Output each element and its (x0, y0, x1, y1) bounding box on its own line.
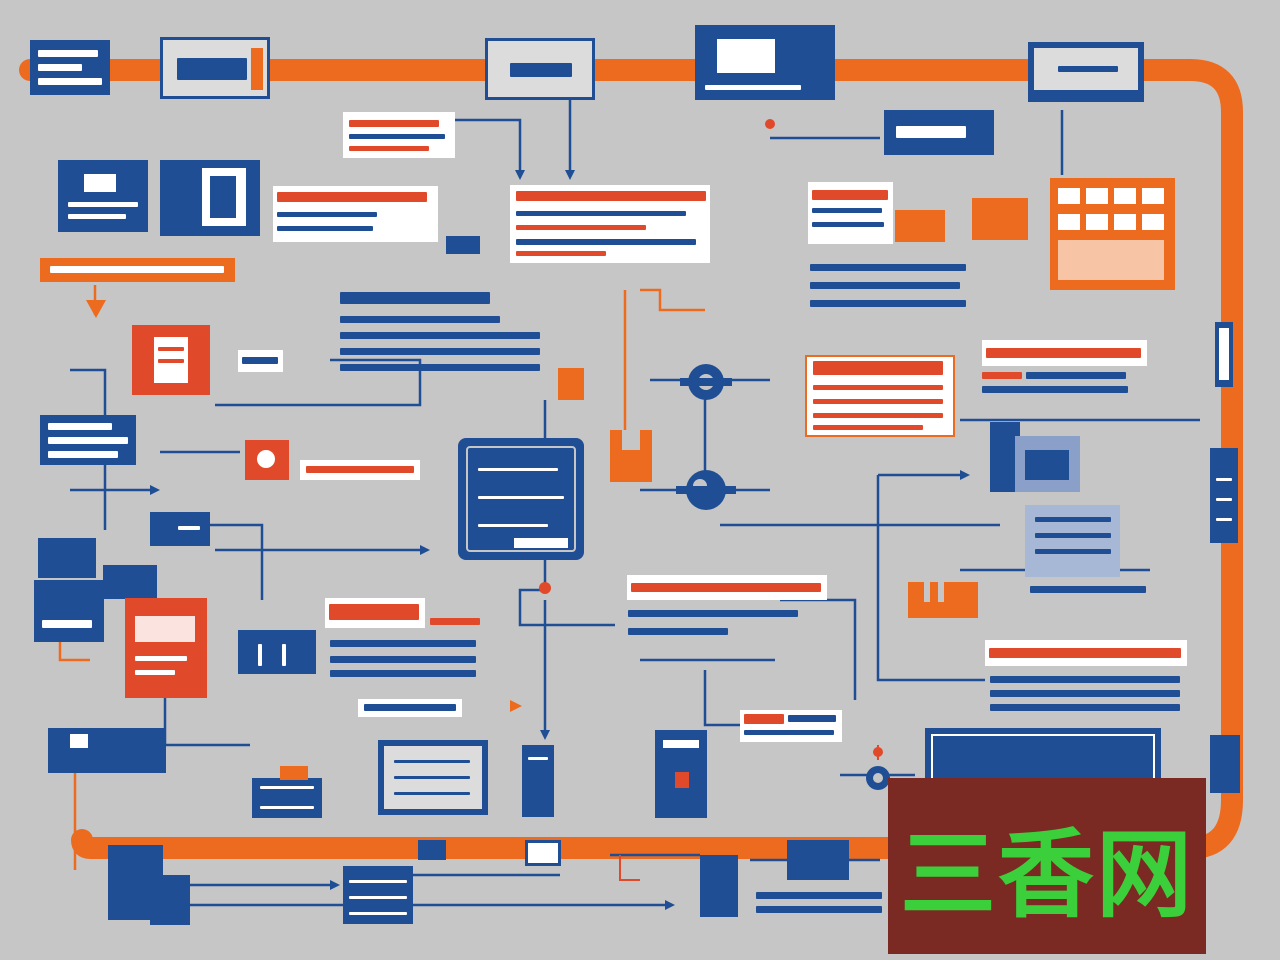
arrow-1 (515, 170, 525, 180)
text-block-g (340, 290, 545, 376)
small-blue-chip-a (446, 236, 480, 254)
red-pin-1 (539, 582, 551, 594)
bottom-grid-panel (343, 866, 413, 924)
text-card-c (510, 185, 710, 263)
blue-label-tile-right (884, 110, 994, 155)
bottom-monitor (525, 840, 561, 866)
window-panel-a (1015, 436, 1080, 492)
text-card-m (358, 699, 462, 717)
text-card-i (627, 575, 827, 600)
central-network-panel (458, 438, 584, 560)
right-rail-device-c (1210, 735, 1240, 793)
orange-block-b (972, 198, 1028, 240)
arrow-4 (330, 880, 340, 890)
connector-5 (215, 358, 422, 407)
arrow-2 (565, 170, 575, 180)
orange-frame-path (19, 59, 1243, 859)
blue-chip-b (150, 512, 210, 546)
blue-panel-door (160, 160, 260, 236)
blue-tower (522, 745, 554, 817)
blue-tile-left-mid (40, 415, 136, 465)
top-left-blue-tile (30, 40, 110, 95)
blue-cluster-c (34, 580, 104, 642)
gear-node-top (680, 364, 732, 400)
bottom-device-c (700, 855, 738, 917)
orange-flag (510, 700, 522, 712)
red-icon-tile (245, 440, 289, 480)
red-machine-tile (125, 598, 207, 698)
connector-19 (780, 598, 857, 700)
gear-node-middle (676, 470, 736, 510)
connector-6 (70, 368, 107, 530)
red-connector-1 (619, 855, 640, 881)
blue-panel-left (58, 160, 148, 232)
orange-bin (610, 430, 652, 482)
connector-1 (430, 118, 522, 175)
orange-block-a (895, 210, 945, 242)
orange-factory (908, 582, 978, 618)
text-card-n (740, 710, 842, 742)
text-block-t (990, 672, 1185, 712)
blue-rack-panel (378, 740, 488, 815)
text-card-d (808, 182, 893, 244)
arrow-3 (420, 545, 430, 555)
blue-stack-left (48, 728, 166, 773)
window-panel-b (1025, 505, 1120, 577)
orange-grid-table (1050, 178, 1175, 290)
blue-cluster-a (38, 538, 96, 578)
down-arrow-orange (86, 300, 106, 318)
text-block-r (1030, 582, 1150, 598)
orange-square-center (558, 368, 584, 400)
red-pin-2 (765, 119, 775, 129)
text-card-s (985, 640, 1187, 666)
text-card-h (300, 460, 420, 480)
bottom-device-d (787, 840, 849, 880)
blue-crate (252, 778, 322, 818)
text-card-f (238, 350, 283, 372)
bottom-device-b (150, 875, 190, 925)
arrow-6 (960, 470, 970, 480)
connector-10 (210, 523, 264, 600)
watermark-text: 三香网 (900, 818, 1194, 931)
red-building-tile (132, 325, 210, 395)
right-rail-device-b (1210, 448, 1238, 543)
gear-node-bottom (866, 766, 890, 790)
top-tile-outlined-blue (160, 37, 270, 99)
watermark-badge: 三香网 (888, 778, 1206, 954)
connector-21 (876, 475, 985, 682)
orange-connector-1 (640, 288, 705, 312)
text-block-j (628, 608, 803, 642)
text-card-a (343, 112, 455, 158)
text-card-b (273, 186, 438, 242)
text-block-q (982, 370, 1132, 396)
blue-chip-c (238, 630, 316, 674)
text-card-k (325, 598, 425, 628)
top-tile-outlined-center (485, 38, 595, 100)
bottom-chip-a (418, 840, 446, 860)
top-tile-blue-center (695, 25, 835, 100)
blue-cabinet (655, 730, 707, 818)
arrow-8 (540, 730, 550, 740)
orange-lid (280, 766, 308, 780)
right-rail-device-a (1215, 322, 1233, 387)
red-pin-3 (873, 747, 883, 757)
text-block-u (756, 890, 886, 918)
blue-cluster-b (103, 565, 157, 599)
text-block-e (810, 262, 970, 318)
text-block-l (330, 618, 480, 678)
arrow-7 (150, 485, 160, 495)
text-card-o (805, 355, 955, 437)
text-card-p (982, 340, 1147, 366)
arrow-5 (665, 900, 675, 910)
top-tile-blue-right (1028, 42, 1144, 102)
orange-label-bar (40, 258, 235, 282)
connector-17 (703, 670, 745, 727)
